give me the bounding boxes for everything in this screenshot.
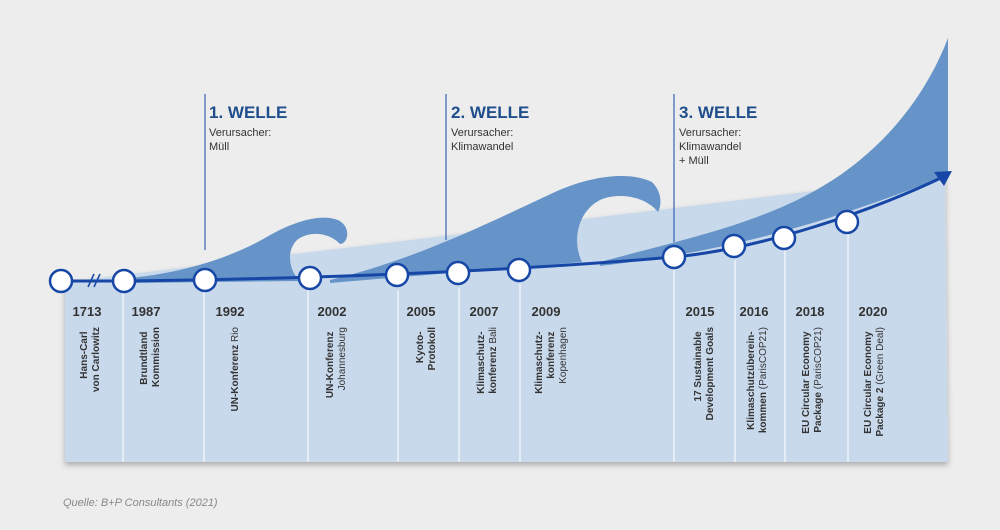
event-label: Klimaschutz- konferenz Bali xyxy=(471,327,499,394)
event-line-bold: Package 2 xyxy=(875,387,886,436)
milestone-marker xyxy=(834,209,860,235)
wave-title: 2. WELLE xyxy=(451,103,529,122)
event-line-bold: EU Circular Economy xyxy=(863,331,874,434)
event-2009: Klimaschutz- konferenz Kopenhagen xyxy=(529,327,569,394)
year-label: 2002 xyxy=(318,304,347,319)
year-label: 2007 xyxy=(470,304,499,319)
wave-1-label: 1. WELLE Verursacher: Müll xyxy=(209,103,287,153)
event-line-regular: Rio xyxy=(230,327,241,345)
milestone-markers xyxy=(48,209,860,294)
event-line-bold: Klimaschutzüberein- xyxy=(746,331,757,429)
event-line-regular: (Green Deal) xyxy=(875,327,886,388)
milestone-marker xyxy=(661,244,687,270)
milestone-marker xyxy=(721,233,747,259)
year-labels: 1713 1987 1992 2002 2005 2007 2009 2015 … xyxy=(73,304,888,319)
event-line-bold: Protokoll xyxy=(427,327,438,371)
year-label: 1987 xyxy=(132,304,161,319)
event-line-bold: kommen xyxy=(758,392,769,433)
event-2016: Klimaschutzüberein- kommen (ParisCOP21) xyxy=(741,327,769,433)
year-label: 2005 xyxy=(407,304,436,319)
wave-title: 3. WELLE xyxy=(679,103,757,122)
event-line-bold: Brundtland xyxy=(139,331,150,384)
year-label: 2015 xyxy=(686,304,715,319)
year-label: 2009 xyxy=(532,304,561,319)
event-line-bold: Kommission xyxy=(151,327,162,387)
event-line-regular: (ParisCOP21) xyxy=(813,327,824,392)
wave-title: 1. WELLE xyxy=(209,103,287,122)
source-note: Quelle: B+P Consultants (2021) xyxy=(63,497,218,509)
wave-cause-line: Verursacher: xyxy=(209,127,271,139)
event-label: Hans-Carl von Carlowitz xyxy=(74,327,102,392)
event-2015: 17 Sustainable Development Goals xyxy=(688,327,716,421)
milestone-marker xyxy=(771,225,797,251)
event-line-regular: Kopenhagen xyxy=(558,327,569,384)
event-line-bold: 17 Sustainable xyxy=(693,331,704,401)
event-label: UN-Konferenz Rio xyxy=(230,327,241,412)
event-line-bold: UN-Konferenz xyxy=(230,345,241,412)
wave-1 xyxy=(130,217,348,283)
event-line-bold: Klimaschutz- xyxy=(476,331,487,393)
event-2018: EU Circular Economy Package (ParisCOP21) xyxy=(796,327,824,434)
event-line-regular: Johannesburg xyxy=(337,327,348,390)
event-label: UN-Konferenz Johannesburg xyxy=(320,327,348,398)
wave-2 xyxy=(330,176,661,283)
wave-cause-line: Müll xyxy=(209,141,229,153)
event-2020: EU Circular Economy Package 2 (Green Dea… xyxy=(858,327,886,437)
milestone-marker xyxy=(445,260,471,286)
event-1992: UN-Konferenz Rio xyxy=(230,327,241,412)
event-line-bold: von Carlowitz xyxy=(91,327,102,392)
year-label: 2018 xyxy=(796,304,825,319)
event-line-bold: konferenz xyxy=(546,331,557,378)
event-2005: Kyoto- Protokoll xyxy=(410,327,438,371)
axis-break-icon xyxy=(87,273,101,288)
event-label: Kyoto- Protokoll xyxy=(410,327,438,371)
timeline-arrowhead xyxy=(934,171,952,186)
milestone-marker xyxy=(506,257,532,283)
event-line-regular: Bali xyxy=(488,327,499,346)
event-line-bold: Hans-Carl xyxy=(79,331,90,378)
event-label: EU Circular Economy Package 2 (Green Dea… xyxy=(858,327,886,437)
wave-cause-line: Klimawandel xyxy=(679,141,741,153)
wave-marker-lines xyxy=(204,94,675,250)
wave-cause-line: Verursacher: xyxy=(451,127,513,139)
event-label: 17 Sustainable Development Goals xyxy=(688,327,716,421)
year-label: 1992 xyxy=(216,304,245,319)
wave-3 xyxy=(600,38,948,266)
milestone-marker xyxy=(48,268,74,294)
event-2002: UN-Konferenz Johannesburg xyxy=(320,327,348,398)
wave-cause-line: + Müll xyxy=(679,155,709,167)
year-label: 2016 xyxy=(740,304,769,319)
wave-2-label: 2. WELLE Verursacher: Klimawandel xyxy=(451,103,529,153)
event-line-bold: EU Circular Economy xyxy=(801,331,812,434)
event-line-bold: Package xyxy=(813,392,824,433)
milestone-marker xyxy=(297,265,323,291)
year-label: 1713 xyxy=(73,304,102,319)
event-2007: Klimaschutz- konferenz Bali xyxy=(471,327,499,394)
event-1713: Hans-Carl von Carlowitz xyxy=(74,327,102,392)
event-line-bold: Klimaschutz- xyxy=(534,331,545,393)
wave-3-label: 3. WELLE Verursacher: Klimawandel + Müll xyxy=(679,103,757,167)
milestone-marker xyxy=(192,267,218,293)
event-label: Brundtland Kommission xyxy=(134,327,162,387)
event-line-bold: konferenz xyxy=(488,346,499,393)
year-label: 2020 xyxy=(859,304,888,319)
event-line-regular: (ParisCOP21) xyxy=(758,327,769,392)
milestone-marker xyxy=(111,268,137,294)
event-line-bold: UN-Konferenz xyxy=(325,331,336,398)
event-label: EU Circular Economy Package (ParisCOP21) xyxy=(796,327,824,434)
milestone-marker xyxy=(384,262,410,288)
event-label: Klimaschutzüberein- kommen (ParisCOP21) xyxy=(741,327,769,433)
event-line-bold: Kyoto- xyxy=(415,331,426,363)
event-label: Klimaschutz- konferenz Kopenhagen xyxy=(529,327,569,394)
event-line-bold: Development Goals xyxy=(705,327,716,421)
divider-lines xyxy=(122,234,849,462)
wave-cause-line: Verursacher: xyxy=(679,127,741,139)
event-1987: Brundtland Kommission xyxy=(134,327,162,387)
wave-cause-line: Klimawandel xyxy=(451,141,513,153)
